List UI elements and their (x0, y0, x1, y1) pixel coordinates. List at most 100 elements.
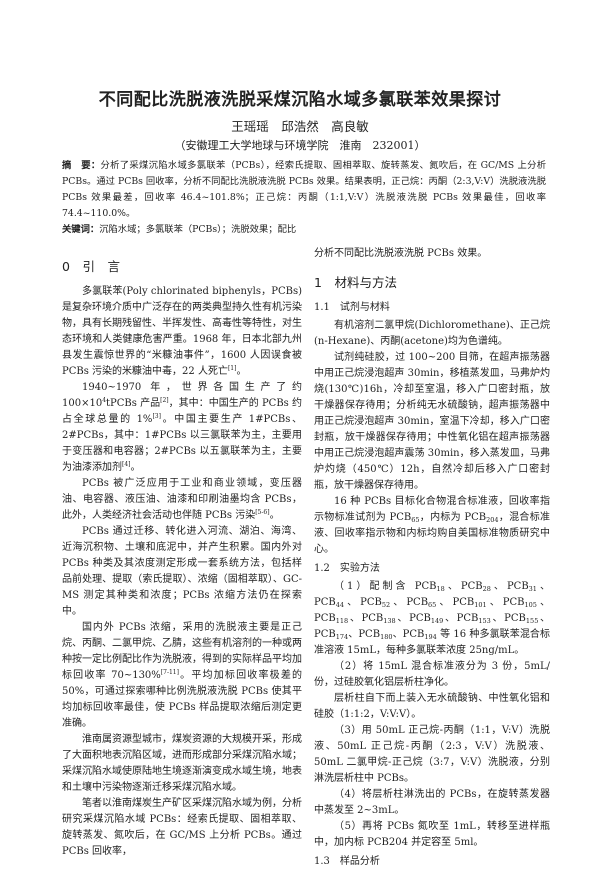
subscript: 65 (428, 601, 437, 609)
paragraph-continuation: 分析不同配比洗脱液洗脱 PCBs 效果。 (314, 248, 488, 259)
text-run: 、PCB (490, 581, 529, 592)
affiliation: （安徽理工大学地球与环境学院 淮南 232001） (174, 139, 426, 152)
section-heading-introduction: 0 引 言 (62, 259, 120, 274)
subscript: 52 (381, 601, 391, 609)
text-run: 、PCB (395, 613, 431, 624)
subscript: 105 (524, 601, 537, 609)
subscript: 155 (525, 617, 539, 625)
citation: [7-11] (160, 669, 179, 676)
text-run: 1940~1970 年，世界各国生产了约 100×10 (62, 382, 302, 409)
abstract: 摘 要：分析了采煤沉陷水域多氯联苯（PCBs），经索氏提取、固相萃取、旋转蒸发、… (62, 158, 546, 222)
text-run: 、PCB (444, 581, 483, 592)
text-run: （4）将层析柱淋洗出的 PCBs，在旋转蒸发器中蒸发至 2~3mL。 (314, 789, 550, 816)
text-run: 16 种 PCBs 目标化合物混合标准液，回收率指示物标准试剂为 PCB (314, 496, 550, 523)
subsection-heading-methods: 1.2 实验方法 (314, 563, 380, 574)
subscript: 149 (430, 617, 444, 625)
text-run: （3）用 50mL 正己烷-丙酮（1:1，V:V）洗脱液、50mL 正己烷-丙酮… (314, 725, 550, 784)
paragraph: PCBs 被广泛应用于工业和商业领域，变压器油、电容器、液压油、油漆和印刷油墨均… (62, 476, 302, 524)
paragraph: 16 种 PCBs 目标化合物混合标准液，回收率指示物标准试剂为 PCB65，内… (314, 494, 550, 558)
text-run: 、PCB (314, 613, 551, 640)
paragraph: （4）将层析柱淋洗出的 PCBs，在旋转蒸发器中蒸发至 2~3mL。 (314, 787, 550, 819)
paragraph: 有机溶剂二氯甲烷(Dichloromethane)、正己烷(n-Hexane)、… (314, 318, 550, 350)
citation: [3] (152, 413, 161, 420)
citation: [1] (227, 365, 237, 372)
text-run: 。 (130, 462, 141, 473)
paper-title: 不同配比洗脱液洗脱采煤沉陷水域多氯联苯效果探讨 (98, 90, 502, 110)
text-run: 层析柱自下而上装入无水硫酸钠、中性氧化铝和硅胶（1:1:2，V:V:V）。 (314, 693, 550, 720)
subscript: 204 (486, 516, 499, 524)
subscript: 31 (528, 585, 537, 593)
subscript: 153 (478, 617, 491, 625)
text-run: 笔者以淮南煤炭生产矿区采煤沉陷水域为例，分析研究采煤沉陷水域 PCBs：经索氏提… (62, 798, 302, 857)
authors: 王瑶瑶 邱浩然 高良敏 (231, 119, 369, 134)
text-run: 试剂纯硅胶，过 100~200 目筛，在超声振荡器中用正己烷浸泡超声 30min… (314, 352, 550, 491)
text-run: 、PCB (348, 613, 384, 624)
body-columns: 0 引 言 多氯联苯(Poly chlorinated biphenyls，PC… (62, 246, 550, 872)
text-run: 国内外 PCBs 浓缩，采用的洗脱液主要是正己烷、丙酮、二氯甲烷、乙腈，这些有机… (62, 622, 302, 681)
paragraph: （2）将 15mL 混合标准液分为 3 份，5mL/份，过硅胶氧化铝层析柱净化。 (314, 659, 550, 691)
subsection-heading-reagents: 1.1 试剂与材料 (314, 302, 390, 313)
citation: [5-6] (255, 509, 270, 516)
text-run: 淮南属资源型城市，煤炭资源的大规模开采，形成了大面积地表沉陷区域，进而形成部分采… (62, 734, 302, 793)
section-heading-materials-methods: 1 材料与方法 (314, 275, 397, 290)
text-run: 。平均加标回收率极差的 50%，可通过探索哪种比例洗脱液洗脱 PCBs 使其平均… (62, 670, 302, 729)
paragraph: （5）再将 PCBs 氮吹至 1mL，转移至进样瓶中，加内标 PCB204 并定… (314, 819, 550, 851)
subscript: 101 (474, 601, 487, 609)
text-run: 、PCB (486, 597, 525, 608)
text-run: （5）再将 PCBs 氮吹至 1mL，转移至进样瓶中，加内标 PCB204 并定… (314, 821, 550, 848)
paragraph: 多氯联苯(Poly chlorinated biphenyls，PCBs)是复杂… (62, 284, 302, 380)
citation: [2] (160, 397, 169, 404)
text-run: ，内标为 PCB (419, 512, 487, 523)
text-run: 、PCB (390, 597, 429, 608)
text-run: 。 (269, 510, 280, 521)
subscript: 138 (383, 617, 396, 625)
paragraph: 淮南属资源型城市，煤炭资源的大规模开采，形成了大面积地表沉陷区域，进而形成部分采… (62, 732, 302, 796)
paragraph: 国内外 PCBs 浓缩，采用的洗脱液主要是正己烷、丙酮、二氯甲烷、乙腈，这些有机… (62, 620, 302, 732)
subscript: 44 (335, 601, 345, 609)
text-run: 、PCB (314, 597, 550, 624)
text-run: （2）将 15mL 混合标准液分为 3 份，5mL/份，过硅胶氧化铝层析柱净化。 (314, 661, 550, 688)
abstract-text: 分析了采煤沉陷水域多氯联苯（PCBs），经索氏提取、固相萃取、旋转蒸发、氮吹后，… (62, 160, 546, 219)
text-run: 等 16 种多氯联苯混合标准溶液 15mL，每种多氯联苯浓度 25ng/mL。 (314, 629, 551, 656)
keywords: 关键词：沉陷水域；多氯联苯（PCBs）；洗脱效果；配比 (62, 222, 546, 238)
text-run: 、PCB (490, 613, 526, 624)
text-run: 有机溶剂二氯甲烷(Dichloromethane)、正己烷(n-Hexane)、… (314, 320, 550, 347)
text-run: 。中国主要生产 1#PCBs、2#PCBs，其中：1#PCBs 以三氯联苯为主，… (62, 414, 302, 473)
text-run: （1）配制含 PCB (334, 581, 437, 592)
text-run: tPCBs 产品 (106, 398, 161, 409)
paragraph: 层析柱自下而上装入无水硫酸钠、中性氧化铝和硅胶（1:1:2，V:V:V）。 (314, 691, 550, 723)
text-run: 、PCB (436, 597, 475, 608)
paragraph: 笔者以淮南煤炭生产矿区采煤沉陷水域为例，分析研究采煤沉陷水域 PCBs：经索氏提… (62, 796, 302, 860)
text-run: ，混合标准液、回收率指示物和内标均购自美国标准物质研究中心。 (314, 512, 550, 555)
paragraph-group: 多氯联苯(Poly chlorinated biphenyls，PCBs)是复杂… (62, 284, 302, 860)
text-run: PCBs 通过迁移、转化进入河流、湖泊、海湾、近海沉积物、土壤和底泥中，并产生积… (62, 526, 302, 617)
subscript: 194 (424, 633, 437, 641)
paragraph: （1）配制含 PCB18、PCB28、PCB31、PCB44、PCB52、PCB… (314, 579, 550, 659)
right-column: 分析不同配比洗脱液洗脱 PCBs 效果。 1 材料与方法 1.1 试剂与材料 有… (314, 246, 550, 872)
citation: [4] (122, 461, 131, 468)
subscript: 65 (411, 516, 420, 524)
abstract-label: 摘 要： (62, 160, 101, 171)
text-run: PCBs 被广泛应用于工业和商业领域，变压器油、电容器、液压油、油漆和印刷油墨均… (62, 478, 302, 521)
paragraph-group: （1）配制含 PCB18、PCB28、PCB31、PCB44、PCB52、PCB… (314, 579, 550, 851)
text-run: 、PCB (344, 597, 382, 608)
text-run: 、PCB (392, 629, 425, 640)
text-run: 多氯联苯(Poly chlorinated biphenyls，PCBs)是复杂… (62, 286, 302, 377)
paragraph: 1940~1970 年，世界各国生产了约 100×104tPCBs 产品[2]，… (62, 380, 302, 476)
subscript: 180 (380, 633, 393, 641)
text-run: 、PCB (348, 629, 381, 640)
paragraph: （3）用 50mL 正己烷-丙酮（1:1，V:V）洗脱液、50mL 正己烷-丙酮… (314, 723, 550, 787)
text-run: 、PCB (443, 613, 479, 624)
subscript: 28 (482, 585, 491, 593)
subscript: 174 (335, 633, 349, 641)
subsection-heading-sample-analysis: 1.3 样品分析 (314, 856, 380, 867)
text-run: 。 (236, 366, 247, 377)
keywords-label: 关键词： (62, 224, 100, 235)
text-run: 、PCB (314, 581, 550, 608)
subscript: 118 (335, 617, 349, 625)
citation: 4 (102, 397, 107, 404)
paragraph-group: 有机溶剂二氯甲烷(Dichloromethane)、正己烷(n-Hexane)、… (314, 318, 550, 558)
keywords-text: 沉陷水域；多氯联苯（PCBs）；洗脱效果；配比 (99, 224, 297, 235)
paragraph: PCBs 通过迁移、转化进入河流、湖泊、海湾、近海沉积物、土壤和底泥中，并产生积… (62, 524, 302, 620)
paragraph: 试剂纯硅胶，过 100~200 目筛，在超声振荡器中用正己烷浸泡超声 30min… (314, 350, 550, 494)
